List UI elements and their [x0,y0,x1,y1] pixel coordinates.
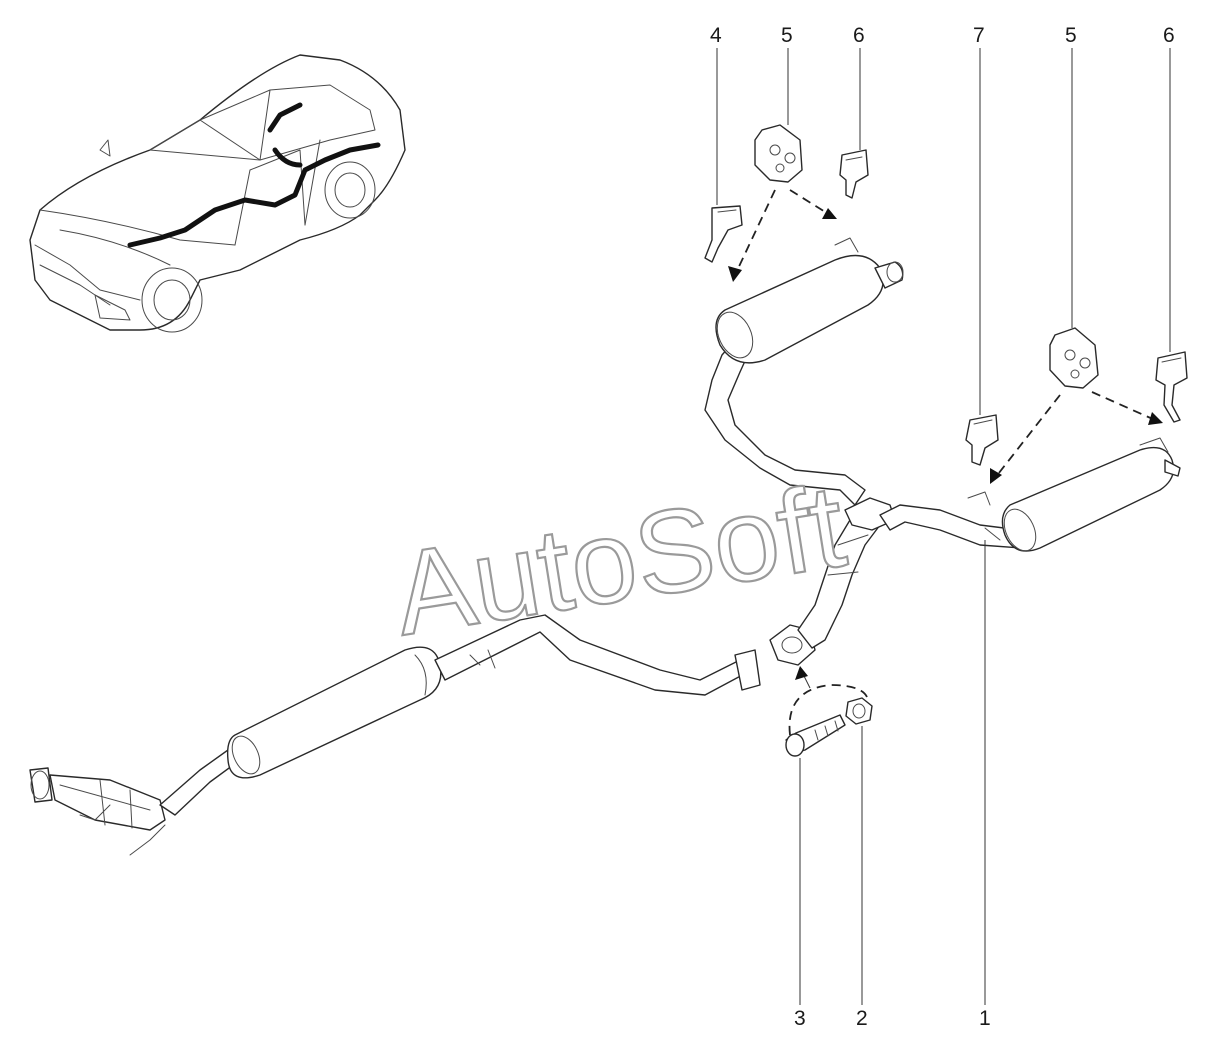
nut-part-2 [845,697,873,725]
bolt-part-3 [785,714,846,757]
callout-6-lower: 6 [1163,24,1175,47]
callout-5-lower: 5 [1065,24,1077,47]
bracket-part-4 [704,205,743,263]
callout-5-upper: 5 [781,24,793,47]
callout-6-upper: 6 [853,24,865,47]
callout-2: 2 [856,1007,868,1030]
car-inset-illustration [29,54,406,333]
front-exhaust-pipe-assembly [29,614,761,856]
bracket-part-7 [965,414,999,466]
fastener-group-arc [788,684,869,736]
rubber-mount-part-5-lower [1049,327,1099,389]
bracket-part-6-lower [1155,351,1188,423]
rubber-mount-part-5-upper [754,124,803,183]
callout-1: 1 [979,1007,991,1030]
rear-exhaust-assembly [704,237,1181,666]
callout-4: 4 [710,24,722,47]
callout-3: 3 [794,1007,806,1030]
bracket-part-6-upper [839,149,869,199]
callout-7: 7 [973,24,985,47]
leader-lines [716,48,1171,1005]
assembly-arrows [728,189,1163,484]
